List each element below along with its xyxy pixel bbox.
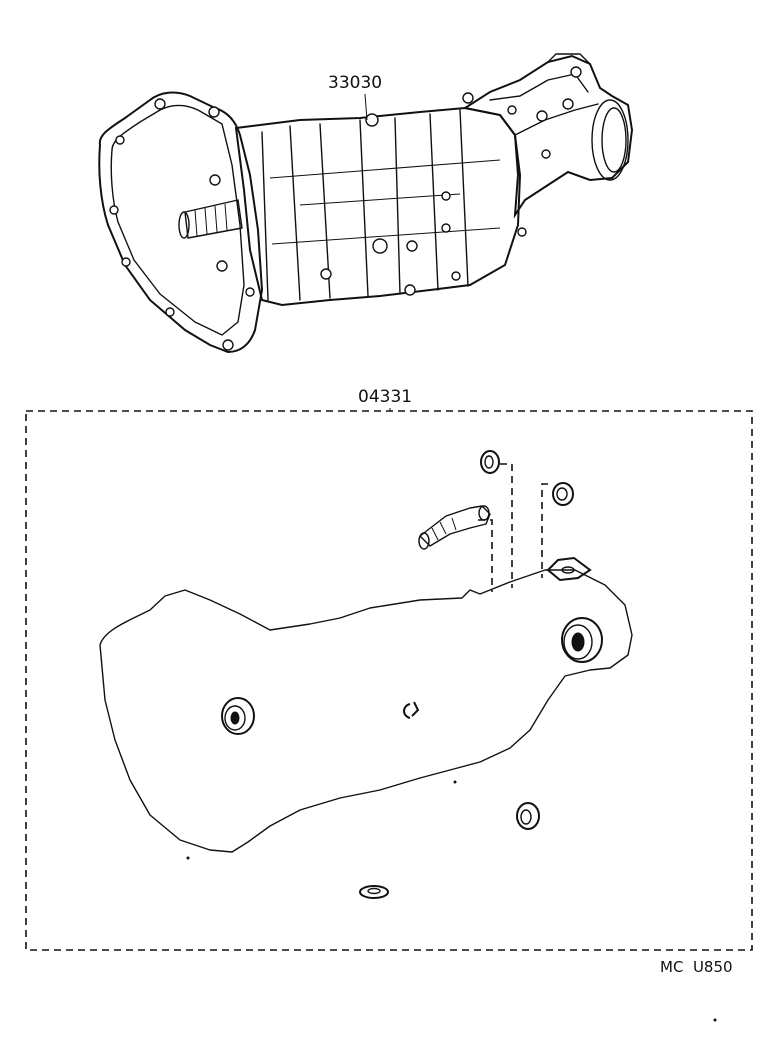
rear-oil-seal[interactable] <box>561 617 603 663</box>
small-oil-seal[interactable] <box>516 802 540 830</box>
leader-line-33030 <box>364 93 368 121</box>
snap-ring-clip[interactable] <box>403 701 420 719</box>
breather-plug[interactable] <box>418 505 491 550</box>
part-number-04331-label: 04331 <box>358 387 412 407</box>
part-number-33030-label: 33030 <box>328 73 382 93</box>
transmission-assembly-drawing[interactable] <box>98 53 634 354</box>
input-oil-seal[interactable] <box>221 697 255 735</box>
o-ring-left[interactable] <box>480 450 500 474</box>
washer[interactable] <box>359 885 389 899</box>
gasket-kit-boundary <box>25 410 753 951</box>
extension-gasket[interactable] <box>546 556 592 582</box>
diagram-code: MC U850 <box>660 958 733 976</box>
o-ring-right[interactable] <box>552 482 574 506</box>
scan-specks <box>186 780 717 1022</box>
case-gasket[interactable] <box>99 569 633 853</box>
